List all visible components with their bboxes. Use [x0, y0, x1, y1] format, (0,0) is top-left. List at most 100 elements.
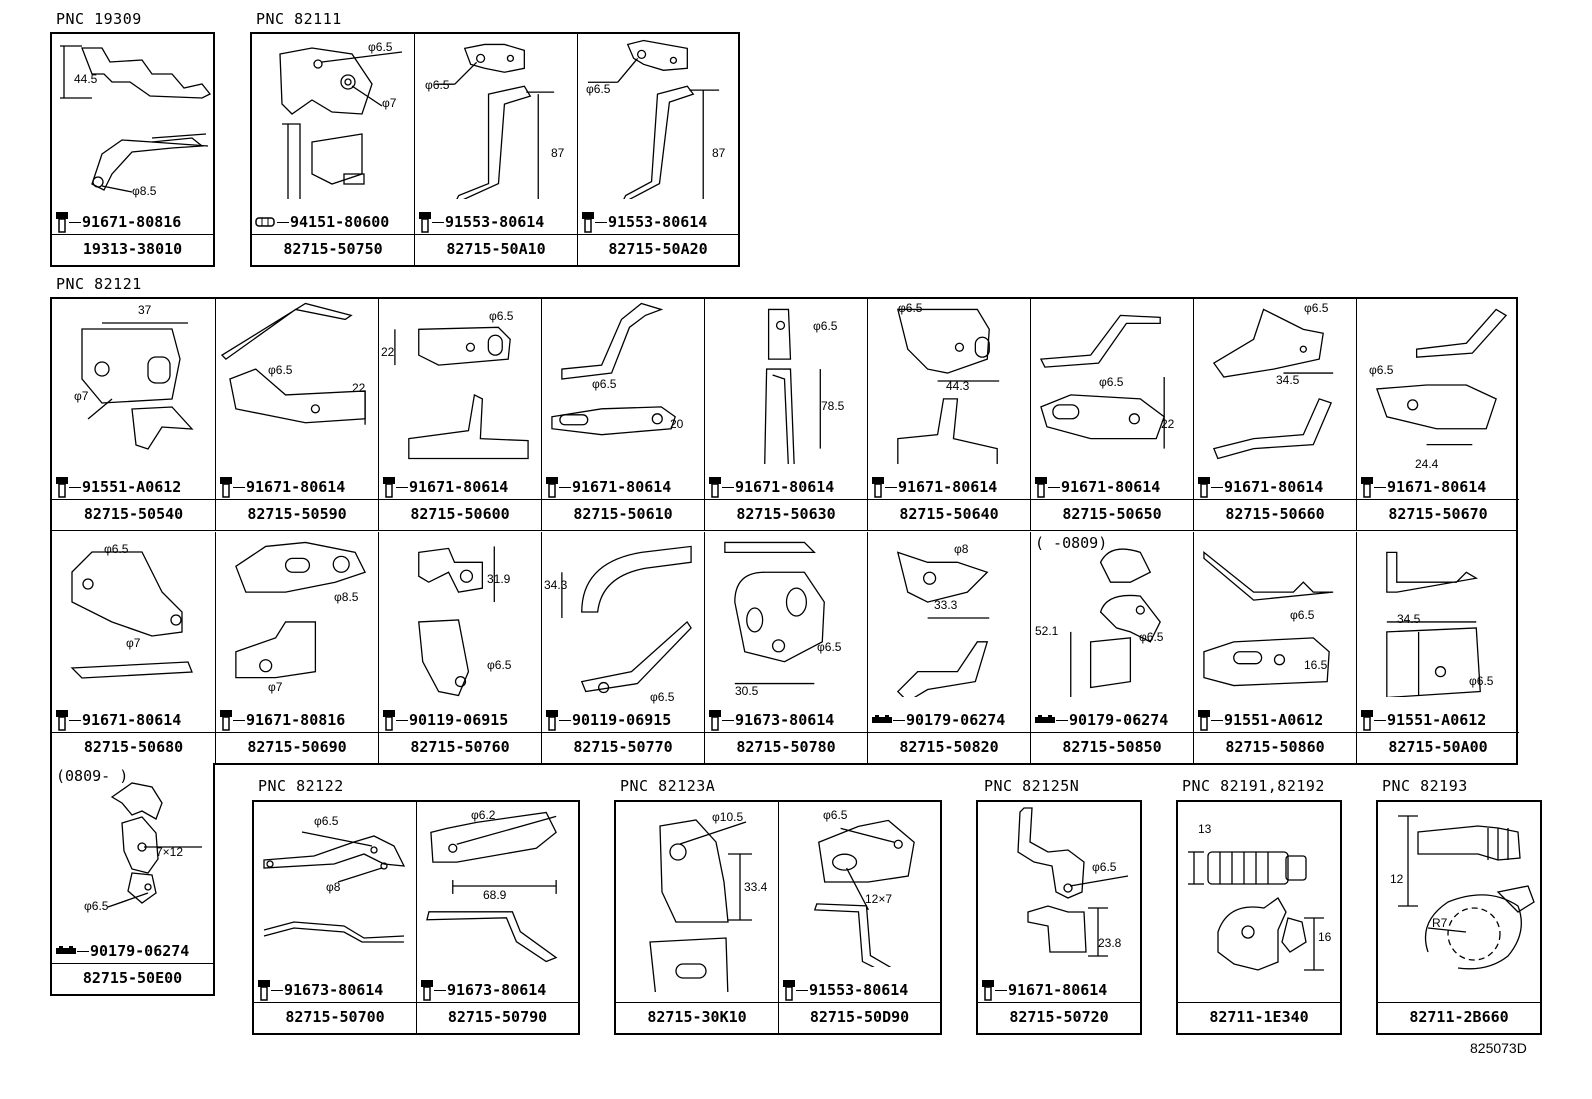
dimension-label: φ6.5	[586, 82, 611, 96]
clip-icon	[1035, 715, 1055, 723]
dimension-label: 34.5	[1276, 373, 1300, 387]
part-drawing	[216, 532, 378, 697]
part-cell[interactable]: φ6.5 24.4 91671-80614 82715-50670	[1356, 299, 1519, 530]
dimension-label: φ6.5	[898, 301, 923, 315]
parts-group-82111: φ6.5 φ7 94151-80600 82715-50750 φ6.5 87 …	[250, 32, 740, 267]
bolt-callout: 91673-80614	[708, 708, 834, 732]
bolt-callout: 91553-80614	[418, 210, 544, 234]
part-cell[interactable]: φ8.5 φ7 91671-80816 82715-50690	[215, 532, 378, 763]
parts-group-19309: 44.5 φ8.5 91671-80816 19313-38010	[50, 32, 215, 267]
part-cell[interactable]: 34.5 φ6.5 91551-A0612 82715-50A00	[1356, 532, 1519, 763]
part-number: 82715-50690	[216, 732, 378, 763]
part-number: 82715-50770	[542, 732, 704, 763]
parts-group-82193: 12 R7 82711-2B660	[1376, 800, 1542, 1035]
part-number: 82715-50640	[868, 499, 1030, 530]
part-cell[interactable]: φ6.5 78.5 91671-80614 82715-50630	[704, 299, 867, 530]
bolt-icon	[220, 710, 232, 731]
dimension-label: φ6.5	[823, 808, 848, 822]
part-cell[interactable]: φ6.5 23.8 91671-80614 82715-50720	[978, 802, 1140, 1033]
part-drawing	[542, 532, 704, 697]
part-cell[interactable]: 31.9 φ6.5 90119-06915 82715-50760	[378, 532, 541, 763]
part-cell[interactable]: 37 φ7 91551-A0612 82715-50540	[52, 299, 215, 530]
part-drawing	[1031, 299, 1193, 464]
bolt-callout: 91671-80614	[1360, 475, 1486, 499]
part-drawing	[216, 299, 378, 464]
dimension-label: 12	[1390, 872, 1404, 886]
bolt-part-number: 91671-80614	[409, 478, 509, 496]
parts-group-82121-lower: (0809- ) 7×12 φ6.5 90179-06274 82715-50E…	[50, 763, 215, 996]
part-cell[interactable]: 12 R7 82711-2B660	[1378, 802, 1540, 1033]
parts-row: 37 φ7 91551-A0612 82715-50540 φ6.5 22 91…	[52, 299, 1519, 532]
part-cell[interactable]: 52.1 φ6.5 90179-06274 82715-50850 ( -080…	[1030, 532, 1193, 763]
bolt-part-number: 91553-80614	[445, 213, 545, 231]
part-cell[interactable]: φ10.5 33.4 82715-30K10	[616, 802, 778, 1033]
part-drawing	[1378, 802, 1540, 1002]
dimension-label: 23.8	[1098, 936, 1122, 950]
bolt-icon	[258, 980, 270, 1001]
bolt-callout: 91551-A0612	[1197, 708, 1323, 732]
bolt-callout: 94151-80600	[255, 210, 389, 234]
dimension-label: R7	[1432, 916, 1448, 930]
bolt-icon	[1035, 477, 1047, 498]
part-cell[interactable]: φ6.2 68.9 91673-80614 82715-50790	[416, 802, 578, 1033]
bolt-callout: 91671-80816	[55, 210, 181, 234]
part-number: 82715-50670	[1357, 499, 1519, 530]
dimension-label: φ6.5	[1139, 630, 1164, 644]
part-cell[interactable]: φ6.5 φ7 94151-80600 82715-50750	[252, 34, 414, 265]
pnc-label: PNC 82121	[56, 275, 142, 293]
part-cell[interactable]: φ6.5 20 91671-80614 82715-50610	[541, 299, 704, 530]
dimension-label: φ8	[954, 542, 969, 556]
bolt-icon	[56, 212, 68, 233]
part-number: 82711-2B660	[1378, 1002, 1540, 1033]
part-cell[interactable]: φ8 33.3 90179-06274 82715-50820	[867, 532, 1030, 763]
part-drawing	[1194, 532, 1356, 697]
bolt-icon	[56, 710, 68, 731]
row-divider	[50, 530, 1518, 531]
dimension-label: φ6.5	[84, 899, 109, 913]
part-cell[interactable]: φ6.5 φ7 91671-80614 82715-50680	[52, 532, 215, 763]
part-cell[interactable]: φ6.5 16.5 91551-A0612 82715-50860	[1193, 532, 1356, 763]
part-drawing	[252, 34, 414, 199]
part-cell[interactable]: φ6.5 22 91671-80614 82715-50590	[215, 299, 378, 530]
part-number: 82715-50700	[254, 1002, 416, 1033]
dimension-label: 33.4	[744, 880, 768, 894]
part-cell[interactable]: φ6.5 87 91553-80614 82715-50A10	[414, 34, 577, 265]
bolt-icon	[419, 212, 431, 233]
part-cell[interactable]: φ6.5 30.5 91673-80614 82715-50780	[704, 532, 867, 763]
part-cell[interactable]: φ6.5 87 91553-80614 82715-50A20	[577, 34, 738, 265]
bolt-icon	[546, 710, 558, 731]
part-drawing	[52, 299, 215, 464]
part-cell[interactable]: φ6.5 44.3 91671-80614 82715-50640	[867, 299, 1030, 530]
part-cell[interactable]: φ6.5 12×7 91553-80614 82715-50D90	[778, 802, 940, 1033]
part-number: 82715-50590	[216, 499, 378, 530]
part-cell[interactable]: 13 16 82711-1E340	[1178, 802, 1340, 1033]
bolt-part-number: 91671-80816	[82, 213, 182, 231]
part-cell[interactable]: φ6.5 34.5 91671-80614 82715-50660	[1193, 299, 1356, 530]
part-drawing	[868, 299, 1030, 464]
bolt-icon	[1361, 710, 1373, 731]
part-cell[interactable]: 44.5 φ8.5 91671-80816 19313-38010	[52, 34, 213, 265]
dimension-label: φ6.5	[489, 309, 514, 323]
dimension-label: 7×12	[156, 845, 184, 859]
dimension-label: φ6.5	[268, 363, 293, 377]
bolt-part-number: 91671-80614	[1008, 981, 1108, 999]
part-cell[interactable]: φ6.5 22 91671-80614 82715-50600	[378, 299, 541, 530]
dimension-label: φ6.5	[1099, 375, 1124, 389]
bolt-icon	[1198, 710, 1210, 731]
bolt-callout: 91671-80614	[1197, 475, 1323, 499]
bolt-part-number: 91671-80614	[735, 478, 835, 496]
part-cell[interactable]: φ6.5 22 91671-80614 82715-50650	[1030, 299, 1193, 530]
part-cell[interactable]: φ6.5 φ8 91673-80614 82715-50700	[254, 802, 416, 1033]
dimension-label: 22	[1161, 417, 1175, 431]
bolt-callout: 91671-80614	[219, 475, 345, 499]
dimension-label: 22	[352, 381, 366, 395]
bolt-icon	[421, 980, 433, 1001]
part-number: 82715-50A10	[415, 234, 577, 265]
dimension-label: φ6.5	[1369, 363, 1394, 377]
dimension-label: φ8.5	[132, 184, 157, 198]
part-cell[interactable]: (0809- ) 7×12 φ6.5 90179-06274 82715-50E…	[52, 763, 213, 994]
part-cell[interactable]: 34.3 φ6.5 90119-06915 82715-50770	[541, 532, 704, 763]
part-drawing	[52, 763, 213, 928]
bolt-icon	[56, 477, 68, 498]
bolt-icon	[546, 477, 558, 498]
